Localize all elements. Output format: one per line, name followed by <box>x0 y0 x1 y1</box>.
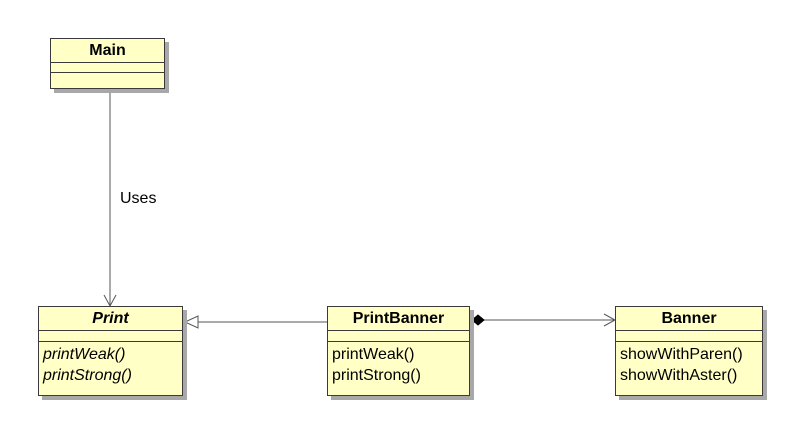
attributes-compartment <box>39 331 182 342</box>
class-name: PrintBanner <box>328 307 469 331</box>
generalization-arrowhead <box>183 315 199 329</box>
class-main[interactable]: Main <box>50 38 165 89</box>
operations-compartment: printWeak() printStrong() <box>39 342 182 386</box>
class-name: Banner <box>616 307 762 331</box>
class-banner[interactable]: Banner showWithParen() showWithAster() <box>615 306 763 396</box>
class-print[interactable]: Print printWeak() printStrong() <box>38 306 183 396</box>
operations-compartment <box>51 73 164 81</box>
class-print-banner[interactable]: PrintBanner printWeak() printStrong() <box>327 306 470 396</box>
attributes-compartment <box>616 331 762 342</box>
operations-compartment: showWithParen() showWithAster() <box>616 342 762 386</box>
class-name: Print <box>39 307 182 331</box>
class-name: Main <box>51 39 164 63</box>
operation: printWeak() <box>332 346 415 363</box>
operation: printWeak() <box>43 346 126 363</box>
uses-label: Uses <box>120 190 157 207</box>
operation: showWithParen() <box>620 346 743 363</box>
operation: printStrong() <box>332 367 421 384</box>
operations-compartment: printWeak() printStrong() <box>328 342 469 386</box>
operation: printStrong() <box>43 367 132 384</box>
attributes-compartment <box>328 331 469 342</box>
composition-diamond <box>471 314 485 326</box>
attributes-compartment <box>51 63 164 73</box>
operation: showWithAster() <box>620 367 738 384</box>
